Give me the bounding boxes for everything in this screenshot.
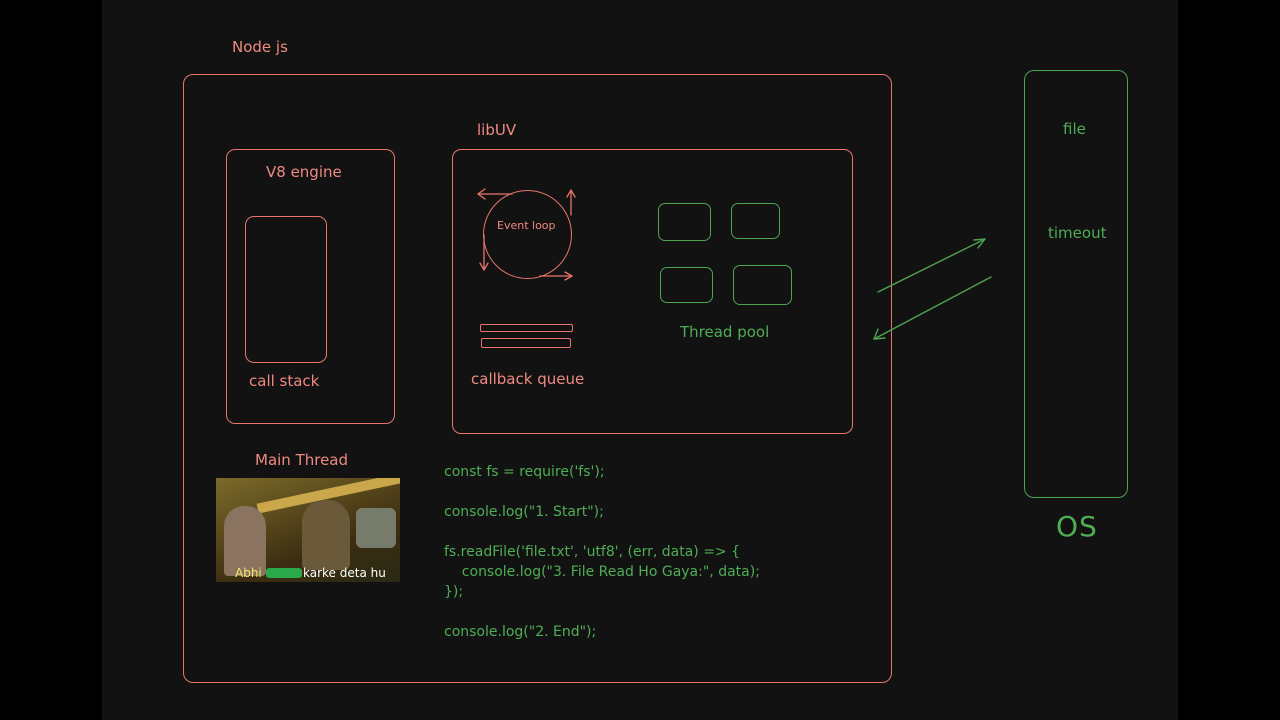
meme-person-center <box>302 500 350 570</box>
nodejs-box <box>183 74 892 683</box>
os-label: OS <box>1056 510 1098 543</box>
nodejs-label: Node js <box>232 38 288 56</box>
callback-queue-bar-2 <box>481 338 571 348</box>
call-stack-label: call stack <box>249 372 320 390</box>
code-line: console.log("1. Start"); <box>444 504 604 520</box>
code-line: fs.readFile('file.txt', 'utf8', (err, da… <box>444 544 741 560</box>
event-loop-arrow-down-icon <box>479 234 489 271</box>
os-file-label: file <box>1063 120 1086 138</box>
v8-engine-label: V8 engine <box>266 163 342 181</box>
main-thread-label: Main Thread <box>255 451 349 469</box>
thread-box-1 <box>658 203 711 241</box>
code-line: }); <box>444 584 464 600</box>
callback-queue-label: callback queue <box>471 370 585 388</box>
thread-pool-label: Thread pool <box>680 323 770 341</box>
code-line: const fs = require('fs'); <box>444 464 605 480</box>
thread-box-4 <box>733 265 792 305</box>
call-stack-box <box>245 216 327 363</box>
code-block: const fs = require('fs'); console.log("1… <box>444 462 760 642</box>
meme-caption-left: Abhi <box>235 566 262 580</box>
meme-person-left <box>224 506 266 576</box>
libuv-box <box>452 149 853 434</box>
thread-box-3 <box>660 267 713 303</box>
event-loop-circle <box>483 190 572 279</box>
meme-caption: Abhi karke deta hu <box>216 564 400 582</box>
code-line: console.log("2. End"); <box>444 624 597 640</box>
arrow-to-os-icon <box>877 238 986 293</box>
os-timeout-label: timeout <box>1048 224 1107 242</box>
libuv-label: libUV <box>477 121 517 139</box>
callback-queue-bar-1 <box>480 324 573 332</box>
event-loop-arrow-up-icon <box>566 189 576 216</box>
event-loop-arrow-right-icon <box>539 271 573 281</box>
meme-image: Abhi karke deta hu <box>216 478 400 582</box>
meme-censor-mark <box>266 568 302 578</box>
event-loop-label: Event loop <box>497 219 556 232</box>
thread-box-2 <box>731 203 780 239</box>
code-line: console.log("3. File Read Ho Gaya:", dat… <box>444 564 760 580</box>
meme-machine <box>356 508 396 548</box>
diagram-canvas <box>102 0 1178 720</box>
v8-engine-box <box>226 149 395 424</box>
event-loop-arrow-left-icon <box>477 188 513 200</box>
arrow-from-os-icon <box>873 276 992 340</box>
os-box <box>1024 70 1128 498</box>
meme-caption-right: karke deta hu <box>303 566 386 580</box>
